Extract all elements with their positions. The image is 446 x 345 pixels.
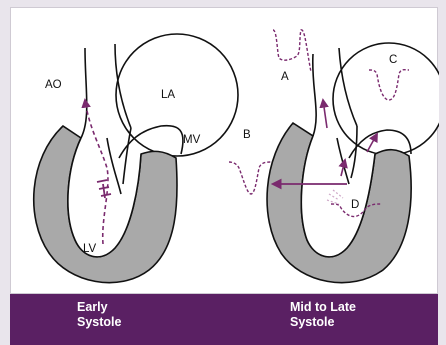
aorta-wall-left-late — [313, 54, 316, 136]
caption-early-systole: Early Systole — [77, 300, 121, 330]
mid-late-systole-heart: A B C D — [229, 30, 439, 283]
waveform-a — [273, 30, 311, 72]
label-ao: AO — [45, 79, 62, 91]
label-mv: MV — [183, 134, 201, 146]
label-lv: LV — [83, 243, 97, 255]
label-a: A — [281, 71, 289, 83]
heart-diagram: AO LA MV LV — [11, 8, 439, 295]
waveform-b — [229, 162, 271, 194]
label-d: D — [351, 199, 359, 211]
early-systole-heart: AO LA MV LV — [34, 34, 238, 283]
caption-mid-late-systole: Mid to Late Systole — [290, 300, 356, 330]
diagram-panel: AO LA MV LV — [10, 7, 438, 294]
aorta-wall-left-early — [81, 48, 87, 138]
arrow-aortic-flow — [323, 100, 327, 128]
label-c: C — [389, 54, 397, 66]
label-b: B — [243, 129, 251, 141]
caption-bar: Early Systole Mid to Late Systole — [10, 294, 438, 345]
label-la: LA — [161, 89, 175, 101]
